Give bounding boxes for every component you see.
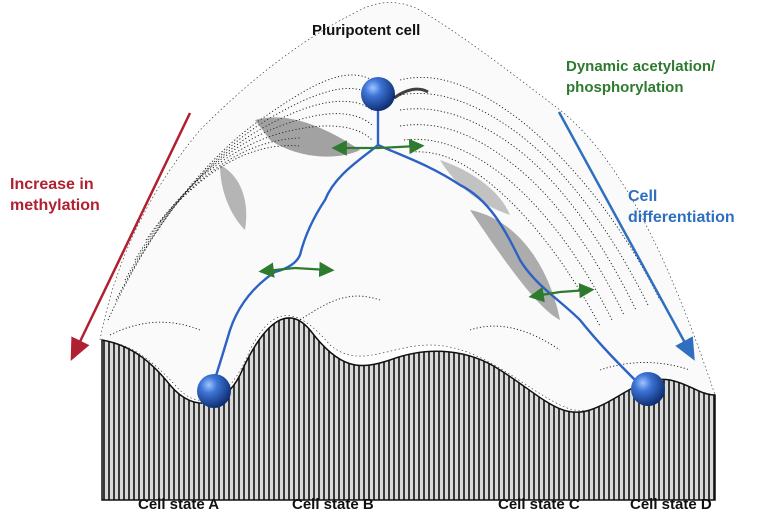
acetylation-label-line2: phosphorylation (566, 77, 715, 98)
cell-state-a-label: Cell state A (138, 496, 219, 513)
cell-state-d-ball (631, 372, 665, 406)
differentiation-label-line1: Cell (628, 186, 735, 207)
acetylation-label-line1: Dynamic acetylation/ (566, 56, 715, 77)
differentiation-label-line2: differentiation (628, 207, 735, 228)
methylation-label-line2: methylation (10, 195, 100, 216)
pluripotent-cell-label: Pluripotent cell (312, 22, 420, 39)
differentiation-label: Cell differentiation (628, 186, 735, 228)
methylation-label: Increase in methylation (10, 174, 100, 216)
cell-state-d-label: Cell state D (630, 496, 712, 513)
pluripotent-cell-ball (361, 77, 395, 111)
acetylation-label: Dynamic acetylation/ phosphorylation (566, 56, 715, 98)
methylation-label-line1: Increase in (10, 174, 100, 195)
cell-state-b-label: Cell state B (292, 496, 374, 513)
cell-state-c-label: Cell state C (498, 496, 580, 513)
cell-state-a-ball (197, 374, 231, 408)
